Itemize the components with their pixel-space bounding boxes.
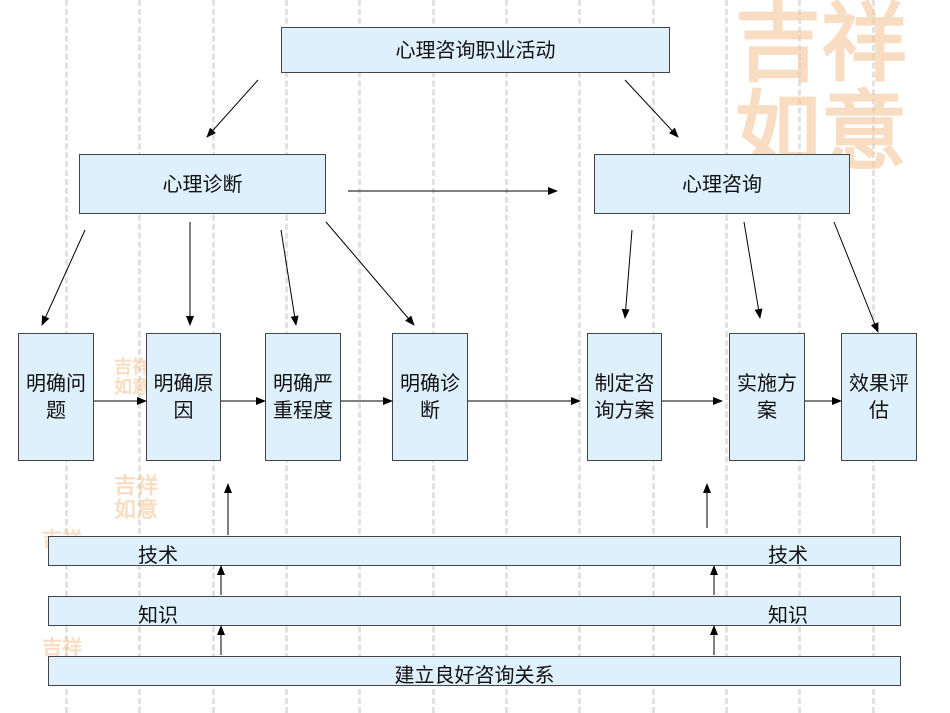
arrow: [743, 221, 763, 319]
knowledge-bar: 知识 知识: [48, 596, 901, 627]
step-make-plan: 制定咨询方案: [587, 333, 662, 461]
skill-label-left: 技术: [138, 543, 178, 567]
counseling-box: 心理咨询: [594, 154, 850, 214]
knowledge-label-left: 知识: [138, 603, 178, 627]
step-clarify-cause: 明确原因: [146, 333, 221, 461]
knowledge-label-right: 知识: [768, 603, 808, 627]
step-implement-plan: 实施方案: [729, 333, 805, 461]
watermark-logo-small: 吉祥如意: [114, 473, 159, 523]
watermark-logo-small: 吉祥: [42, 635, 82, 659]
step-clarify-severity: 明确严重程度: [265, 333, 341, 461]
arrow: [624, 79, 679, 138]
step-evaluate: 效果评估: [841, 333, 917, 461]
watermark-logo-small: 吉祥如意: [114, 357, 150, 398]
arrow: [41, 229, 86, 326]
relationship-bar: 建立良好咨询关系: [48, 656, 901, 687]
relationship-label: 建立良好咨询关系: [394, 663, 555, 687]
step-clarify-diagnosis: 明确诊断: [392, 333, 468, 461]
arrow: [325, 221, 415, 326]
skill-label-right: 技术: [768, 543, 808, 567]
arrow: [621, 229, 633, 319]
arrow: [280, 229, 299, 326]
diagnosis-box: 心理诊断: [79, 154, 326, 214]
skill-bar: 技术 技术: [48, 536, 901, 567]
step-clarify-problem: 明确问题: [18, 333, 94, 461]
top-box-counseling-activity: 心理咨询职业活动: [281, 27, 670, 73]
arrow: [206, 79, 259, 138]
arrow: [833, 221, 879, 333]
